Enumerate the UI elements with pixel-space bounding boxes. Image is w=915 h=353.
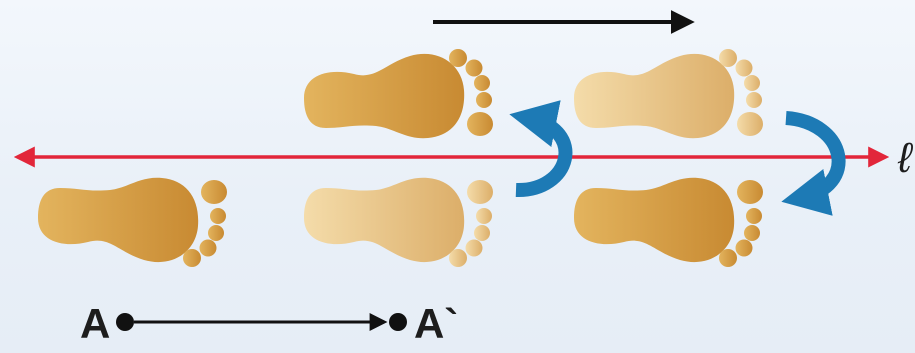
curved-reflect-arrow-right (781, 111, 846, 216)
mirror-line-label: ℓ (898, 134, 912, 181)
curved-reflect-arrow-left (509, 100, 573, 198)
point-a-prime-label: A` (414, 300, 459, 347)
footprint-bottom-1 (38, 178, 227, 267)
point-a-prime-dot (389, 313, 407, 331)
footprint-top-1 (304, 49, 493, 139)
footprint-top-2 (574, 49, 763, 139)
point-a-dot (116, 313, 134, 331)
point-a-label: A (80, 300, 111, 347)
footprint-bottom-3 (574, 178, 763, 267)
translation-vector (116, 313, 407, 331)
footprint-bottom-2 (304, 178, 493, 267)
